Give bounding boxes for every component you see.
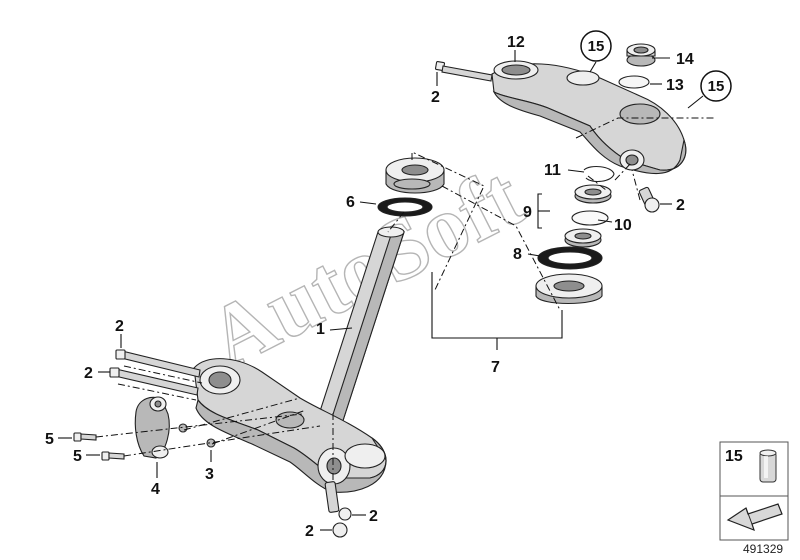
callout-2: 2 — [676, 197, 685, 214]
circlip-11 — [583, 165, 615, 183]
svg-text:15: 15 — [588, 38, 605, 55]
bolt-right — [638, 186, 660, 213]
callout-2: 2 — [369, 508, 378, 525]
seal-ring-8 — [537, 246, 603, 270]
callout-14: 14 — [676, 51, 694, 68]
bolts-bottom — [324, 481, 352, 538]
bolts-lower-left — [109, 349, 201, 396]
bearing-lower-right — [535, 273, 603, 304]
bolts-5 — [73, 432, 125, 461]
upper-fork-bridge — [491, 60, 687, 175]
callout-5: 5 — [73, 448, 82, 465]
plug-icon — [759, 449, 777, 483]
callout-10: 10 — [614, 217, 632, 234]
callout-6: 6 — [346, 194, 355, 211]
bearing-upper-left — [385, 157, 445, 194]
svg-text:15: 15 — [708, 78, 725, 95]
cap-14 — [626, 43, 656, 67]
bracket-4 — [134, 396, 170, 459]
callout-11: 11 — [544, 162, 561, 179]
callout-8: 8 — [513, 246, 522, 263]
callout-9: 9 — [523, 204, 532, 221]
callout-4: 4 — [151, 481, 160, 498]
callout-1: 1 — [316, 321, 325, 338]
callout-2: 2 — [431, 89, 440, 106]
lower-fork-bridge — [193, 358, 387, 493]
seal-6 — [377, 197, 433, 217]
circled-callout-15-top: 15 — [580, 30, 612, 62]
callout-2: 2 — [115, 318, 124, 335]
callout-12: 12 — [507, 34, 525, 51]
nut-3a — [178, 423, 188, 433]
callout-5: 5 — [45, 431, 54, 448]
legend-box: 15 — [719, 441, 789, 541]
callout-7: 7 — [491, 359, 500, 376]
bolt-upper-bridge — [434, 60, 493, 82]
bearing-stack-right — [564, 184, 612, 248]
callout-2: 2 — [305, 523, 314, 540]
legend-number: 15 — [725, 448, 743, 465]
callout-3: 3 — [205, 466, 214, 483]
guide-lines — [95, 117, 714, 480]
leader-lines — [58, 50, 704, 531]
ring-13 — [618, 75, 650, 89]
callout-2: 2 — [84, 365, 93, 382]
callouts: 12 2 14 13 11 2 9 10 8 7 6 1 2 2 5 5 4 3… — [45, 34, 694, 540]
circled-callout-15-right: 15 — [700, 70, 732, 102]
callout-13: 13 — [666, 77, 684, 94]
document-number: 491329 — [743, 542, 783, 556]
